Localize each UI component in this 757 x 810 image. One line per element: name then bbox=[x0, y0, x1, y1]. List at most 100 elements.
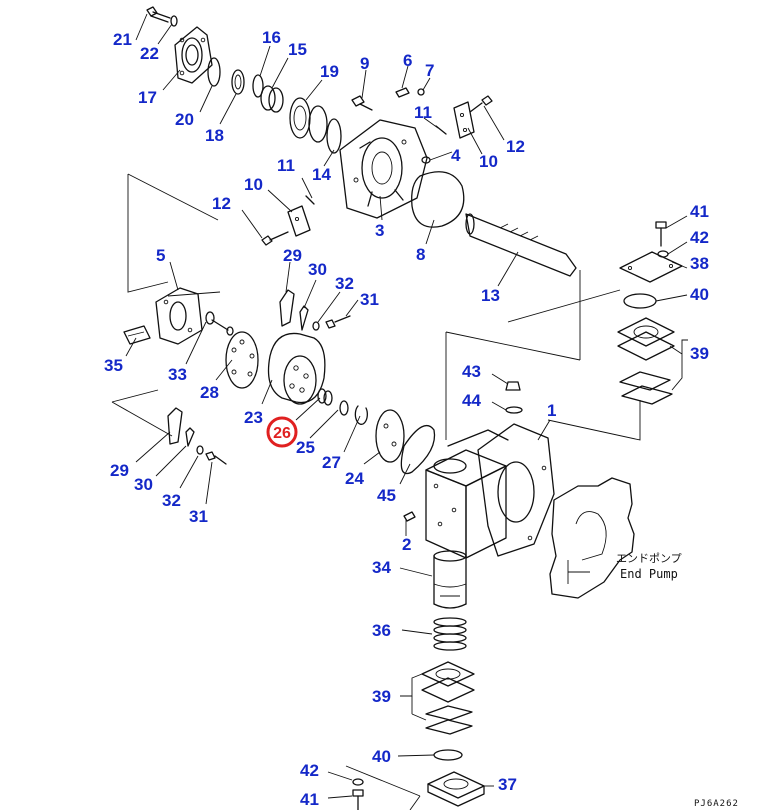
cylinder-block-23-drawing bbox=[267, 332, 326, 405]
end-pump-outline bbox=[549, 477, 635, 599]
bolt-12a-drawing bbox=[469, 95, 493, 113]
callout-26: 26 bbox=[273, 425, 291, 442]
highlight-ring bbox=[266, 416, 298, 448]
callout-22: 22 bbox=[140, 44, 159, 63]
callout-38: 38 bbox=[690, 254, 709, 273]
cover-38-drawing bbox=[619, 251, 683, 283]
shaft-13-drawing bbox=[465, 213, 577, 277]
callout-8: 8 bbox=[416, 245, 425, 264]
pin-33-drawing bbox=[205, 311, 234, 336]
cover-17-drawing bbox=[174, 26, 213, 84]
bolt-21-drawing bbox=[146, 6, 171, 23]
callout-43: 43 bbox=[462, 362, 481, 381]
valve-plate-24-drawing bbox=[375, 409, 405, 463]
callout-17: 17 bbox=[138, 88, 157, 107]
callout-1: 1 bbox=[547, 401, 556, 420]
oring-20-drawing bbox=[207, 57, 221, 87]
callout-11-upper: 11 bbox=[414, 103, 432, 122]
pin-11b-drawing bbox=[305, 195, 315, 205]
oring-40b-drawing bbox=[433, 749, 463, 761]
bolt-12b-drawing bbox=[261, 231, 289, 246]
callout-13: 13 bbox=[481, 286, 500, 305]
oring-45-drawing bbox=[400, 425, 436, 475]
callout-2: 2 bbox=[402, 535, 411, 554]
sleeve-34-drawing bbox=[433, 550, 467, 609]
callout-32-upper: 32 bbox=[335, 274, 354, 293]
callout-12-lower: 12 bbox=[212, 194, 231, 213]
callout-45: 45 bbox=[377, 486, 396, 505]
callout-28: 28 bbox=[200, 383, 219, 402]
oring-40a-drawing bbox=[623, 293, 657, 309]
washer-32b-drawing bbox=[196, 445, 204, 455]
callout-4: 4 bbox=[451, 146, 461, 165]
plug-2-drawing bbox=[403, 511, 416, 522]
callout-44: 44 bbox=[462, 391, 481, 410]
callout-31-lower: 31 bbox=[189, 507, 208, 526]
callout-5: 5 bbox=[156, 246, 165, 265]
callout-36: 36 bbox=[372, 621, 391, 640]
callout-31-upper: 31 bbox=[360, 290, 379, 309]
callout-27: 27 bbox=[322, 453, 341, 472]
spring-25-drawing bbox=[317, 388, 333, 406]
assembly-guide-lines bbox=[111, 173, 641, 441]
callout-30-lower: 30 bbox=[134, 475, 153, 494]
bottom-guide-lines bbox=[345, 765, 421, 810]
gasket-39b-drawing bbox=[421, 661, 475, 735]
seal-16-drawing bbox=[252, 74, 264, 98]
gasket-39a-drawing bbox=[617, 317, 675, 405]
callout-25: 25 bbox=[296, 438, 315, 457]
pin-30a-drawing bbox=[299, 305, 309, 331]
plate-10a-drawing bbox=[453, 101, 475, 139]
callout-32-lower: 32 bbox=[162, 491, 181, 510]
callout-42-lower: 42 bbox=[300, 761, 319, 780]
housing-3-drawing bbox=[339, 119, 428, 219]
seal-44-drawing bbox=[505, 406, 523, 414]
plate-35-drawing bbox=[123, 325, 151, 345]
bolt-41b-drawing bbox=[352, 789, 364, 810]
pin-30b-drawing bbox=[185, 427, 195, 447]
plug-43-drawing bbox=[505, 381, 521, 391]
callout-16: 16 bbox=[262, 28, 281, 47]
callout-30-upper: 30 bbox=[308, 260, 327, 279]
pin-9-drawing bbox=[351, 95, 373, 111]
washer-27a-drawing bbox=[339, 400, 349, 416]
callout-7: 7 bbox=[425, 61, 434, 80]
oring-8-drawing bbox=[411, 171, 465, 228]
bearing-18-drawing bbox=[231, 69, 245, 95]
lever-29b-drawing bbox=[167, 407, 183, 445]
callout-21: 21 bbox=[113, 30, 132, 49]
plate-28-drawing bbox=[225, 331, 259, 389]
washer-32a-drawing bbox=[312, 321, 320, 331]
highlighted-callout-26[interactable]: 26 bbox=[266, 416, 298, 448]
callout-40-upper: 40 bbox=[690, 285, 709, 304]
callout-10-lower: 10 bbox=[244, 175, 263, 194]
callout-41-lower: 41 bbox=[300, 790, 319, 809]
plate-10b-drawing bbox=[287, 205, 311, 237]
pin-6-drawing bbox=[395, 87, 410, 98]
ring-14-drawing bbox=[326, 118, 342, 154]
callout-29-upper: 29 bbox=[283, 246, 302, 265]
callout-41-upper: 41 bbox=[690, 202, 709, 221]
spacer-15-drawing bbox=[260, 85, 284, 113]
callout-24: 24 bbox=[345, 469, 364, 488]
end-pump-label-jp: エンドポンプ bbox=[616, 552, 682, 565]
callout-9: 9 bbox=[360, 54, 369, 73]
end-pump-label-en: End Pump bbox=[620, 567, 678, 581]
snap-ring-27-drawing bbox=[354, 405, 368, 425]
callout-34: 34 bbox=[372, 558, 391, 577]
ball-7-drawing bbox=[417, 88, 425, 96]
bolt-41a-drawing bbox=[655, 221, 667, 247]
bolt-31a-drawing bbox=[325, 315, 351, 329]
callout-6: 6 bbox=[403, 51, 412, 70]
callout-40-lower: 40 bbox=[372, 747, 391, 766]
callout-42-upper: 42 bbox=[690, 228, 709, 247]
washer-42b-drawing bbox=[352, 778, 364, 786]
end-pump-label: エンドポンプ End Pump bbox=[616, 552, 682, 581]
block-5-drawing bbox=[155, 287, 203, 345]
callout-12-upper: 12 bbox=[506, 137, 525, 156]
callout-35: 35 bbox=[104, 356, 123, 375]
cover-37-drawing bbox=[427, 771, 485, 807]
callout-18: 18 bbox=[205, 126, 224, 145]
